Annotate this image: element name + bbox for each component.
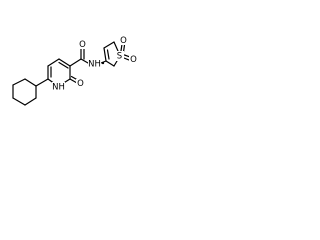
bond	[58, 61, 69, 69]
bond	[58, 58, 71, 67]
bond	[103, 47, 107, 62]
bond	[113, 41, 119, 52]
amide-nh-text: NH	[88, 60, 101, 70]
ring-nh-label: NH	[52, 82, 65, 93]
bond	[120, 43, 123, 52]
ring-nh-text: NH	[52, 83, 65, 93]
bond	[122, 44, 126, 53]
dihydrothiophene-dioxide-ring	[103, 41, 119, 67]
cyclohexyl-ring	[12, 78, 37, 106]
sulfone-oxygen-top-text: O	[120, 36, 127, 46]
sulfone-oxygen-right-label: O	[129, 55, 138, 65]
bond	[35, 78, 49, 87]
bond	[69, 58, 82, 67]
bond	[47, 58, 60, 67]
stereocenter-dot	[101, 61, 105, 65]
sulfur-text: S	[117, 52, 122, 62]
sulfone-oxygen-top-label: O	[119, 36, 128, 46]
bond	[69, 78, 78, 84]
bond	[80, 58, 89, 64]
amide-oxygen-text: O	[79, 40, 86, 50]
bond	[103, 41, 115, 49]
bond	[12, 78, 26, 86]
bond	[105, 60, 115, 67]
amide-nh-label: NH	[88, 59, 101, 70]
molecule-structure: O NH NH O S O O	[12, 36, 138, 106]
bond	[12, 97, 26, 106]
ring-oxygen-text: O	[77, 79, 84, 89]
amide-oxygen-label: O	[78, 40, 87, 50]
pyridinone-ring	[47, 58, 71, 85]
bond	[106, 49, 110, 60]
bond	[123, 57, 130, 61]
bond	[24, 78, 37, 87]
sulfone-oxygen-right-text: O	[130, 55, 137, 65]
sulfur-label: S	[115, 51, 124, 62]
bond	[24, 97, 37, 106]
bond	[113, 60, 118, 67]
ring-oxygen-label: O	[76, 79, 85, 89]
